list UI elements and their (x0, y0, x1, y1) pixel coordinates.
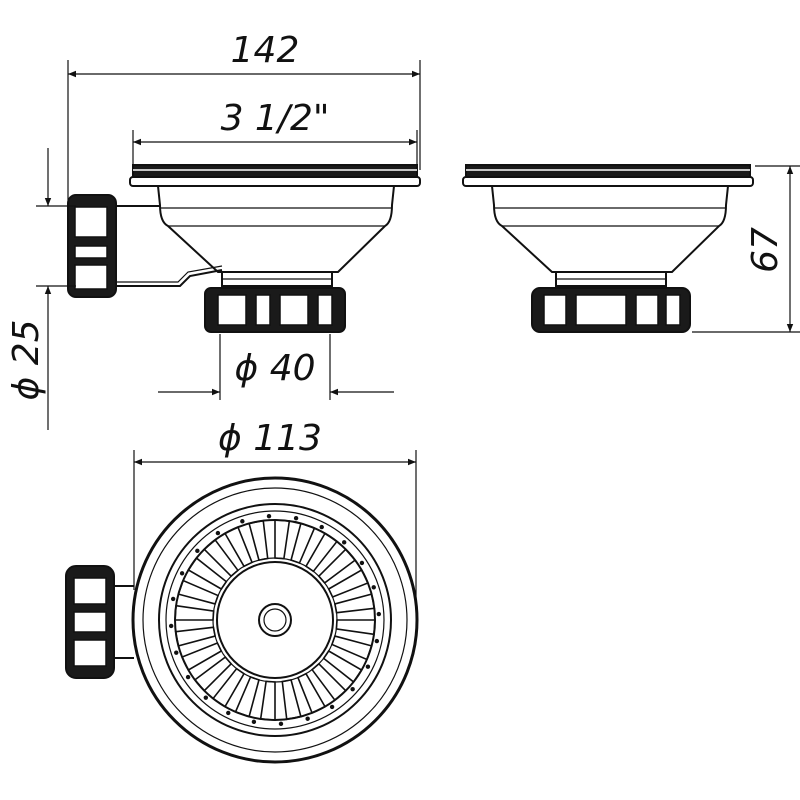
basket-hole (226, 710, 231, 716)
dim-overall-length: 142 (231, 30, 300, 71)
basket-rib (174, 626, 217, 647)
basket-rib (174, 604, 215, 621)
basket-hole (240, 519, 245, 524)
basket-hole (371, 585, 376, 590)
front-overflow-pipe (113, 205, 223, 287)
basket-hole (195, 548, 200, 554)
front-bowl (156, 185, 396, 273)
dimension-3-1-2: 3 1/2" (132, 98, 418, 168)
top-bowl-rim (158, 503, 392, 737)
basket-hole (215, 530, 221, 536)
basket-rib (274, 519, 291, 560)
basket-hole (350, 686, 355, 692)
basket-hole (179, 571, 185, 576)
basket-hole (374, 638, 380, 644)
basket-hole (329, 704, 335, 710)
basket-hole (174, 650, 179, 655)
front-flange-top (132, 164, 418, 178)
basket-rib (248, 519, 269, 562)
basket-hole (168, 623, 174, 629)
dim-thread-size: 3 1/2" (221, 98, 330, 139)
dimension-142: 142 (67, 30, 421, 200)
basket-hole (376, 611, 382, 617)
basket-hole (278, 721, 284, 727)
side-flange (462, 176, 754, 187)
basket-hole (341, 540, 347, 545)
dimension-phi-40: ϕ 40 (158, 334, 394, 400)
dim-overflow-diameter: ϕ 25 (6, 320, 47, 401)
basket-hole (266, 513, 272, 519)
side-view (462, 164, 754, 333)
basket-hole (359, 560, 365, 566)
dim-flange-diameter: ϕ 113 (218, 418, 322, 459)
front-view (67, 164, 421, 333)
basket-hole (293, 515, 299, 521)
basket-rib (281, 678, 302, 721)
basket-hole (170, 596, 176, 602)
dimension-phi-113: ϕ 113 (133, 418, 417, 600)
top-flange-outer (131, 476, 419, 764)
front-flange (129, 176, 421, 187)
basket-hole (203, 695, 209, 700)
dimension-phi-25: ϕ 25 (6, 148, 76, 430)
basket-hole (365, 664, 371, 669)
basket-rib (335, 619, 376, 636)
top-view (65, 476, 419, 764)
basket-rib (259, 680, 276, 721)
dim-height: 67 (745, 227, 786, 273)
basket-hole (185, 674, 191, 680)
basket-hole (251, 719, 257, 725)
dimension-67: 67 (692, 165, 800, 333)
dim-outlet-diameter: ϕ 40 (235, 348, 316, 389)
basket-hole (305, 716, 310, 721)
basket-hole (319, 524, 324, 530)
side-bowl (490, 185, 730, 273)
basket-rib (333, 593, 376, 614)
